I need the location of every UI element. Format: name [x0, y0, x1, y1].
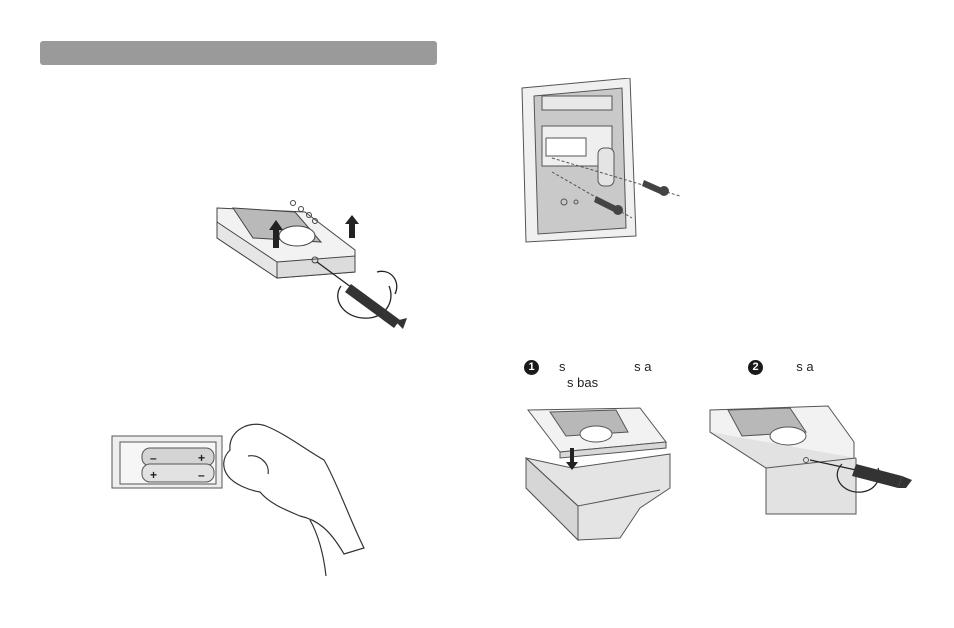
step-2-caption-line-1: s a [706, 359, 814, 374]
step-1-attach-illustration [525, 407, 671, 542]
step-2-number-badge: 2 [748, 360, 763, 375]
section-header-bar [40, 41, 437, 65]
svg-text:–: – [198, 468, 205, 482]
open-thermostat-illustration [216, 200, 407, 329]
step-1-number-badge: 1 [524, 360, 539, 375]
battery-insertion-illustration: – + + – [111, 423, 365, 577]
step-1-caption-line-2: s bas [567, 375, 599, 390]
svg-text:–: – [150, 451, 157, 465]
step-1-caption-line-1: s s a [559, 359, 652, 374]
svg-text:+: + [198, 451, 205, 465]
step-2-tighten-illustration [709, 405, 912, 515]
wall-base-mounting-illustration [521, 78, 681, 243]
svg-text:+: + [150, 468, 157, 482]
